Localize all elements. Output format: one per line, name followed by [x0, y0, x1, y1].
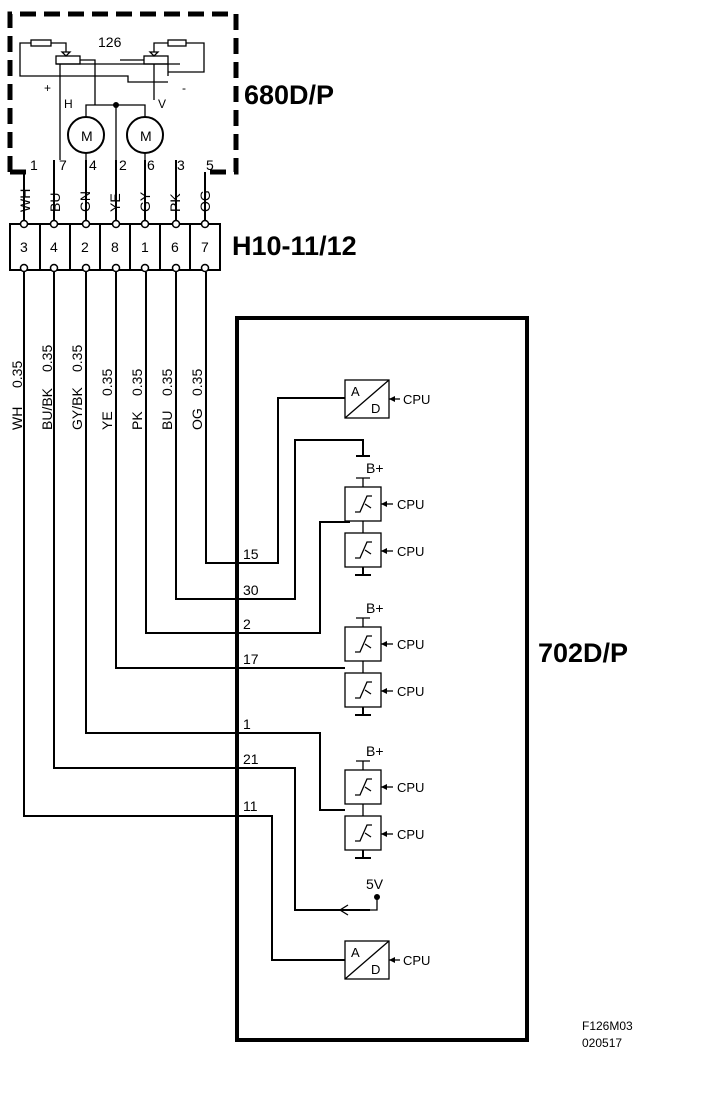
half-bridge-3: B+ CPU CPU [344, 743, 424, 859]
wire-og-path [205, 272, 345, 564]
figure-code: F126M03 [582, 1019, 633, 1033]
component-680-pin-5: 5 [206, 157, 214, 173]
harness-wire-gybk-size: 0.35 [69, 345, 85, 372]
harness-wire-bubk-color: BU/BK [39, 387, 55, 430]
wire-bubk-path [53, 272, 370, 911]
wire-pk-path [145, 272, 350, 634]
potentiometer-h-icon [30, 39, 81, 65]
svg-text:M: M [81, 128, 93, 144]
component-680-pin-3: 3 [177, 157, 185, 173]
harness-wire-ye-color: YE [99, 411, 115, 430]
harness-wire-pk-size: 0.35 [129, 369, 145, 396]
connector-pin-4: 4 [50, 239, 58, 255]
component-702-pin-17: 17 [243, 651, 259, 667]
adc-bottom-icon: A D CPU [344, 940, 430, 980]
motor-v-label: V [158, 97, 166, 111]
component-680: 680D/P 126 + - M [7, 11, 334, 212]
connector-pin-2: 2 [81, 239, 89, 255]
connector-pin-8: 8 [111, 239, 119, 255]
svg-text:D: D [371, 962, 380, 977]
adc-top-cpu-label: CPU [403, 392, 430, 407]
component-702-pin-30: 30 [243, 582, 259, 598]
svg-text:A: A [351, 945, 360, 960]
component-680-pin-6: 6 [147, 157, 155, 173]
ref-voltage-5v: 5V [338, 876, 384, 916]
harness-wire-bubk-size: 0.35 [39, 345, 55, 372]
connector-pin-1: 1 [141, 239, 149, 255]
adc-bottom-cpu-label: CPU [403, 953, 430, 968]
bridge-2-supply-label: B+ [366, 600, 384, 616]
component-702-label: 702D/P [538, 638, 628, 668]
connector-h10: 3 4 2 8 1 6 7 H10-11/12 [9, 219, 357, 273]
component-680-pin-4: 4 [89, 157, 97, 173]
figure-date: 020517 [582, 1036, 622, 1050]
half-bridge-2: B+ CPU CPU [344, 600, 424, 716]
component-702-pin-2: 2 [243, 616, 251, 632]
svg-text:D: D [371, 401, 380, 416]
connector-label: H10-11/12 [232, 231, 357, 261]
minus-sign: - [182, 81, 186, 95]
bridge-1-high-cpu-label: CPU [397, 497, 424, 512]
harness-wire-labels: WH 0.35 BU/BK 0.35 GY/BK 0.35 YE 0.35 PK… [9, 345, 205, 430]
ref-voltage-label: 5V [366, 876, 384, 892]
motor-h-icon: M [67, 116, 105, 154]
bridge-2-low-cpu-label: CPU [397, 684, 424, 699]
harness-wire-wh-size: 0.35 [9, 361, 25, 388]
half-bridge-1: B+ CPU CPU [344, 460, 424, 576]
wire-bu-path [175, 272, 364, 600]
component-680-dashed-border [7, 11, 239, 175]
component-680-label: 680D/P [244, 80, 334, 110]
component-680-sub-label: 126 [98, 34, 122, 50]
connector-pin-7: 7 [201, 239, 209, 255]
rail-plus [52, 75, 168, 83]
wire-ye-path [115, 272, 345, 669]
bridge-1-supply-label: B+ [366, 460, 384, 476]
bridge-3-supply-label: B+ [366, 743, 384, 759]
upper-wires [23, 160, 206, 222]
wire-wh-path [23, 272, 345, 961]
connector-pin-3: 3 [20, 239, 28, 255]
plus-sign: + [44, 81, 51, 95]
wire-gybk-path [85, 272, 345, 811]
harness-wire-bu-size: 0.35 [159, 369, 175, 396]
harness-wire-bu-color: BU [159, 411, 175, 430]
svg-text:A: A [351, 384, 360, 399]
motor-v-icon: M [126, 116, 164, 154]
bridge-3-low-cpu-label: CPU [397, 827, 424, 842]
component-680-pin-7: 7 [59, 157, 67, 173]
connector-pin-6: 6 [171, 239, 179, 255]
component-702-border [235, 316, 529, 1042]
bridge-2-high-cpu-label: CPU [397, 637, 424, 652]
bridge-1-low-cpu-label: CPU [397, 544, 424, 559]
component-702-pin-1: 1 [243, 716, 251, 732]
harness-wire-og-color: OG [189, 408, 205, 430]
wiper-h [80, 59, 96, 105]
harness-wire-ye-size: 0.35 [99, 369, 115, 396]
component-680-pin-1: 1 [30, 157, 38, 173]
adc-top-icon: A D CPU [344, 379, 430, 419]
svg-text:M: M [140, 128, 152, 144]
harness-wires [23, 272, 370, 961]
component-702: 702D/P 15 30 2 17 1 21 11 A D CPU B+ CPU [235, 316, 628, 1042]
motor-h-label: H [64, 97, 73, 111]
harness-wire-wh-color: WH [9, 407, 25, 430]
harness-wire-og-size: 0.35 [189, 369, 205, 396]
harness-wire-gybk-color: GY/BK [69, 387, 85, 430]
component-702-pin-11: 11 [243, 798, 258, 814]
component-702-pin-15: 15 [243, 546, 259, 562]
component-680-pin-2: 2 [119, 157, 127, 173]
harness-wire-pk-color: PK [129, 411, 145, 430]
component-702-pin-21: 21 [243, 751, 259, 767]
potentiometer-v-icon [143, 39, 187, 65]
bridge-3-high-cpu-label: CPU [397, 780, 424, 795]
